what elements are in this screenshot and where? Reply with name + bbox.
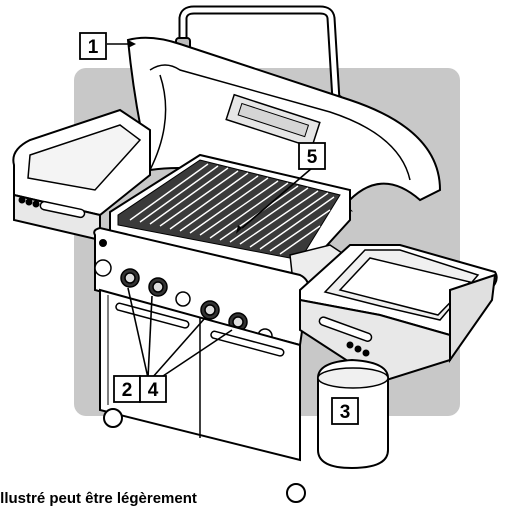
callout-1: 1 [79, 32, 107, 60]
callout-2: 2 [113, 375, 141, 403]
caption-text: illustré peut être légèrement [0, 490, 197, 507]
burner-knobs [94, 259, 273, 344]
leader-lines [107, 40, 313, 379]
callout-3-label: 3 [340, 402, 351, 423]
callout-4: 4 [139, 375, 167, 403]
callout-5-label: 5 [307, 147, 318, 168]
wheels [103, 408, 306, 503]
cooking-grate [129, 163, 335, 255]
right-side-shelf [299, 244, 498, 384]
callout-2-label: 2 [122, 380, 133, 401]
callout-3: 3 [331, 397, 359, 425]
left-side-shelf [12, 108, 151, 242]
callout-5: 5 [298, 142, 326, 170]
callout-4-label: 4 [148, 380, 159, 401]
callout-1-label: 1 [88, 37, 99, 58]
control-panel [93, 226, 310, 347]
